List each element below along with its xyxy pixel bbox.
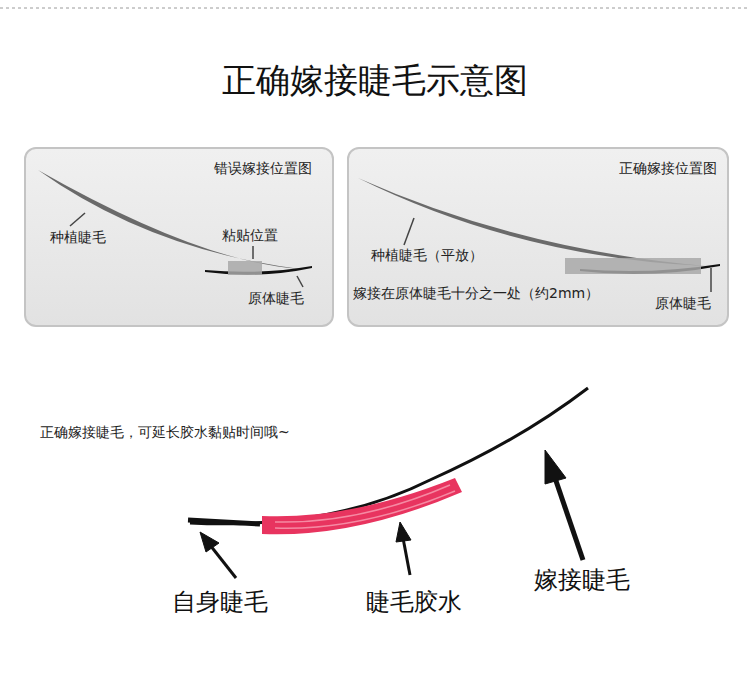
natural-lash (188, 520, 260, 524)
implanted-lash (358, 178, 706, 266)
part-label: 自身睫毛 (172, 588, 268, 617)
diagram-panel: 正确嫁接位置图种植睫毛（平放） 嫁接在原体睫毛十分之一处（约2mm） 原体睫毛 (347, 147, 729, 327)
diagram-panel: 错误嫁接位置图种植睫毛 粘贴位置原体睫毛 (24, 147, 334, 327)
part-label: 原体睫毛 (655, 295, 711, 312)
leader-line (70, 213, 85, 226)
implanted-lash (38, 170, 300, 269)
pointer-arrows (200, 450, 583, 578)
leader-line (252, 246, 254, 259)
leader-line (297, 276, 303, 287)
part-label: 原体睫毛 (248, 290, 304, 307)
panel-heading: 正确嫁接位置图 (619, 160, 717, 177)
part-label: 种植睫毛（平放） (371, 247, 483, 264)
glue-highlight (275, 485, 455, 528)
part-label: 种植睫毛 (50, 229, 106, 246)
note-text: 正确嫁接睫毛，可延长胶水黏贴时间哦~ (40, 424, 290, 441)
glue-area (228, 261, 262, 275)
leader-line (404, 218, 414, 245)
glue-area (565, 258, 701, 274)
panel-heading: 错误嫁接位置图 (214, 160, 312, 177)
part-label: 嫁接睫毛 (534, 566, 630, 595)
lash-glue (262, 478, 462, 534)
leader-line (710, 268, 712, 292)
dashed-rule (0, 8, 750, 9)
part-label: 睫毛胶水 (366, 588, 462, 617)
diagram-title: 正确嫁接睫毛示意图 (222, 60, 528, 101)
part-label: 粘贴位置 (222, 227, 278, 244)
part-label: 嫁接在原体睫毛十分之一处（约2mm） (353, 285, 599, 302)
